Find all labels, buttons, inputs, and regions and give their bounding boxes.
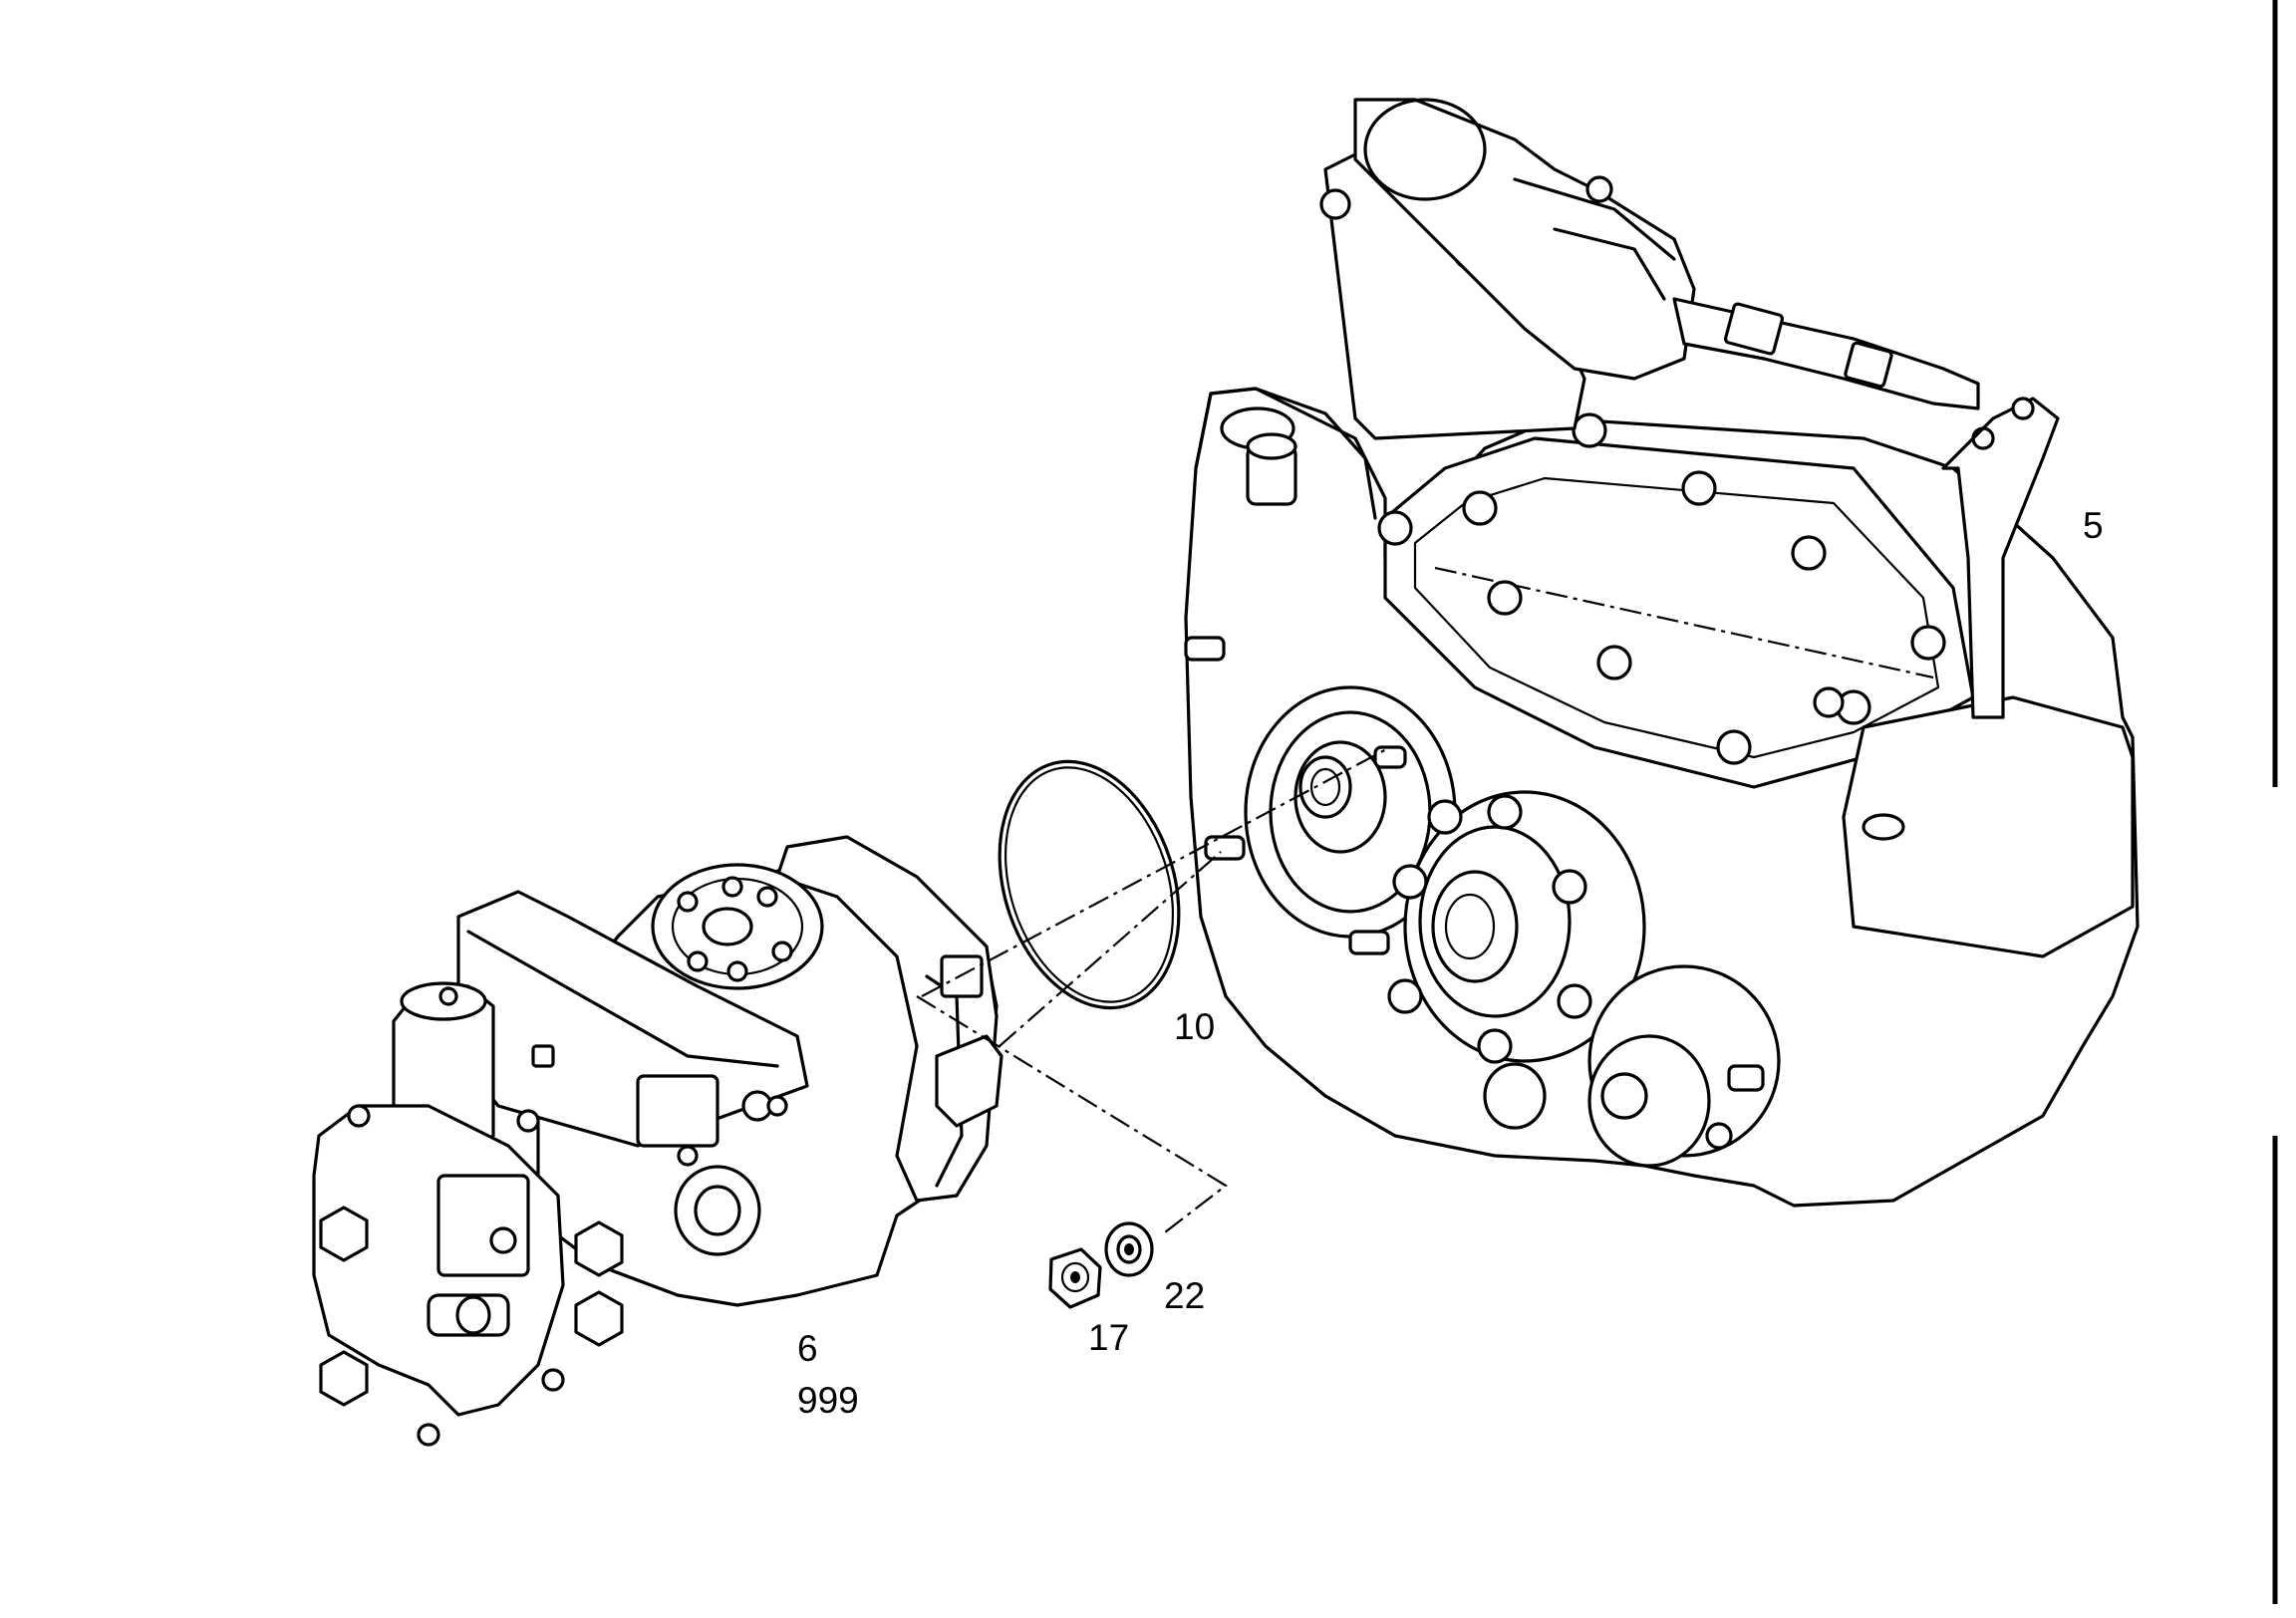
callout-999: 999 — [797, 1380, 859, 1421]
callout-22: 22 — [1164, 1275, 1205, 1316]
callout-6: 6 — [797, 1328, 818, 1369]
callout-5: 5 — [2083, 505, 2104, 546]
callout-17: 17 — [1088, 1317, 1129, 1358]
flange-studs — [1184, 636, 1407, 955]
output-flange-bolts — [1387, 794, 1592, 1064]
hex-nut — [1048, 1247, 1102, 1309]
cover-bolts — [1377, 412, 1946, 765]
washer — [1104, 1221, 1154, 1277]
assembly-center-lines — [916, 746, 1391, 1236]
valve-hex-bolts — [319, 1206, 624, 1407]
o-ring-seal — [998, 759, 1181, 1010]
callout-10: 10 — [1174, 1006, 1215, 1047]
hydraulic-pump-assembly — [312, 835, 1004, 1447]
top-port-bolts — [677, 876, 793, 982]
gearbox-assembly — [1184, 98, 2140, 1208]
